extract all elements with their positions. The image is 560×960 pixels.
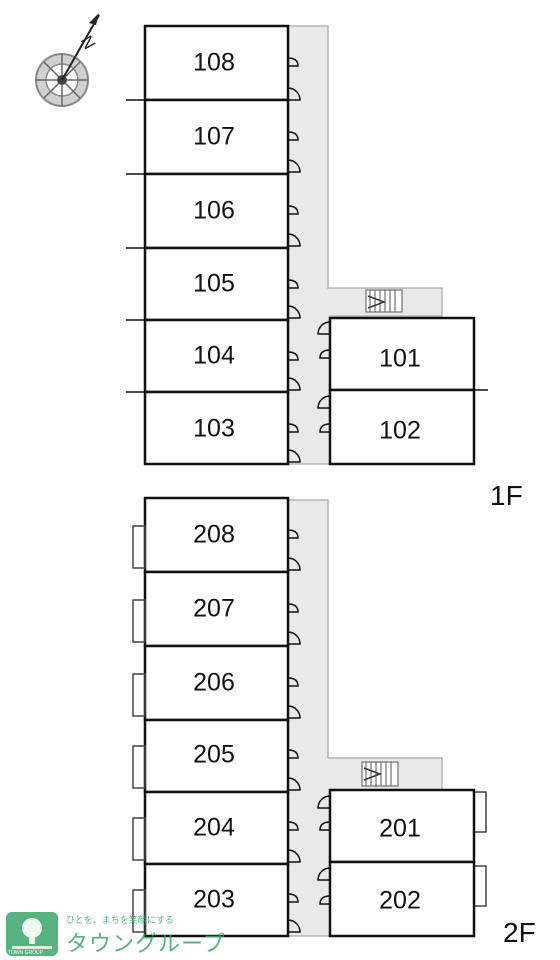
unit-101: 101 <box>328 316 476 392</box>
unit-label: 104 <box>193 342 235 370</box>
unit-107: 107 <box>143 98 290 176</box>
compass-north-icon: N <box>35 13 100 107</box>
staircase-2f <box>361 761 399 787</box>
unit-207: 207 <box>143 570 290 648</box>
unit-label: 202 <box>379 887 421 915</box>
unit-label: 108 <box>193 49 235 77</box>
unit-label: 207 <box>193 595 235 623</box>
unit-105: 105 <box>143 246 290 322</box>
unit-label: 107 <box>193 123 235 151</box>
unit-label: 105 <box>193 270 235 298</box>
unit-204: 204 <box>143 790 290 866</box>
unit-104: 104 <box>143 318 290 394</box>
unit-label: 208 <box>193 521 235 549</box>
unit-205: 205 <box>143 718 290 794</box>
unit-108: 108 <box>143 24 290 102</box>
door-icons-2f <box>287 529 331 933</box>
unit-label: 204 <box>193 814 235 842</box>
floor-label: 1F <box>490 480 523 511</box>
floor-2: 208 207 206 205 204 203 <box>132 496 536 948</box>
door-icons-1f <box>287 57 331 463</box>
unit-label: 206 <box>193 669 235 697</box>
unit-203: 203 <box>143 862 290 938</box>
unit-label: 106 <box>193 197 235 225</box>
floor-label: 2F <box>503 917 536 948</box>
floor-1: 108 107 106 105 104 103 <box>126 24 523 511</box>
unit-208: 208 <box>143 496 290 574</box>
unit-103: 103 <box>143 390 290 466</box>
watermark-tagline: ひとを、まちを笑顔にする <box>66 915 174 925</box>
watermark-logo-text: TOWN GROUP <box>8 950 43 956</box>
wall-ticks-1f <box>126 99 488 393</box>
unit-202: 202 <box>328 860 476 938</box>
unit-206: 206 <box>143 644 290 722</box>
unit-label: 201 <box>379 815 421 843</box>
unit-label: 102 <box>379 417 421 445</box>
unit-102: 102 <box>328 388 476 466</box>
unit-label: 205 <box>193 741 235 769</box>
unit-201: 201 <box>328 788 476 864</box>
watermark-brand: タウングループ <box>66 931 226 956</box>
unit-label: 101 <box>379 345 421 373</box>
staircase-1f <box>365 289 403 313</box>
corridor-1f <box>287 25 443 465</box>
town-group-logo <box>6 912 58 956</box>
unit-106: 106 <box>143 172 290 250</box>
unit-label: 103 <box>193 415 235 443</box>
unit-label: 203 <box>193 886 235 914</box>
